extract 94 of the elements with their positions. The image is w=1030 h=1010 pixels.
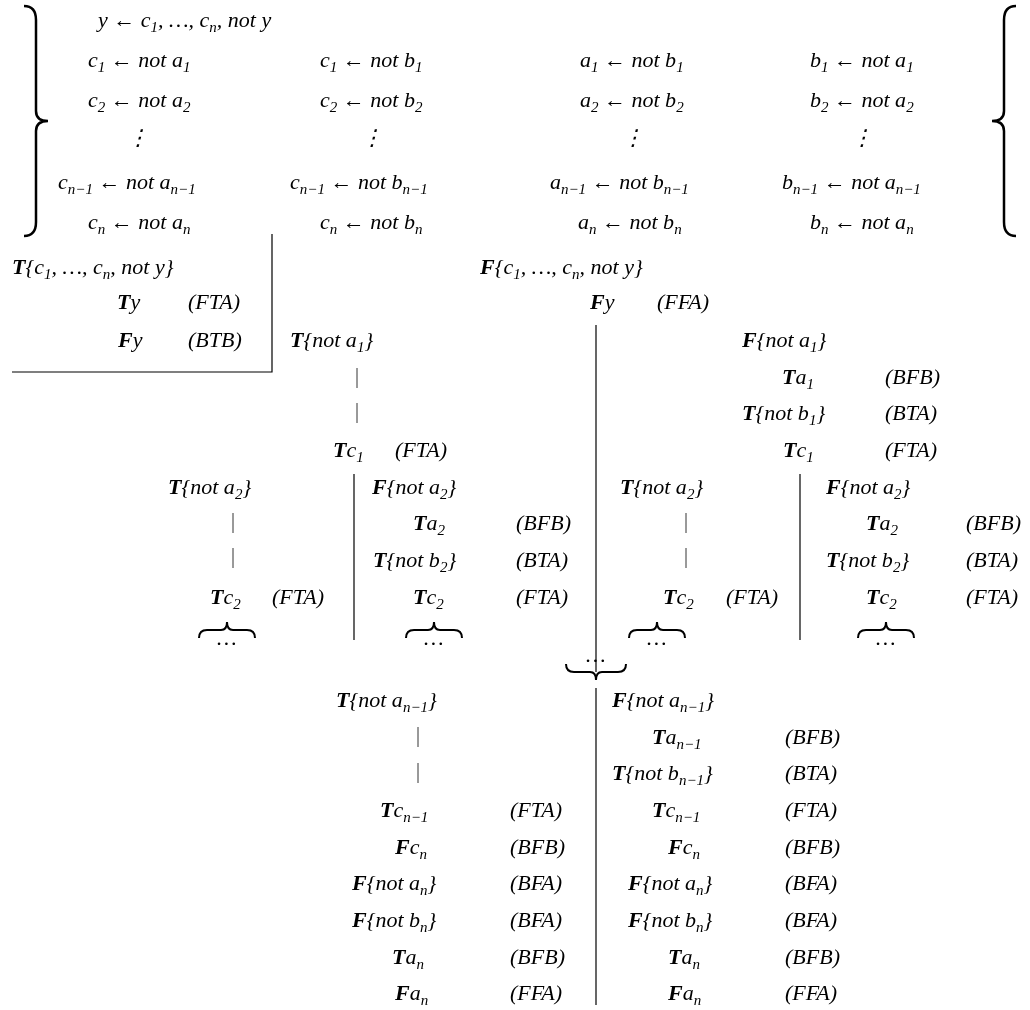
formula-text: c$_{1}$ ← not b$_{1}$ bbox=[320, 47, 423, 73]
rule-label: (BFB) bbox=[966, 510, 1021, 536]
rule-label: (FTA) bbox=[726, 584, 779, 610]
formula-text: F{not b$_{n}$} bbox=[628, 907, 713, 933]
rule-label: (BTA) bbox=[516, 547, 569, 573]
formula-text: y ← c$_{1}$, …, c$_{n}$, not y bbox=[98, 7, 272, 33]
formula-text: Ta$_{n}$ bbox=[392, 944, 424, 970]
formula-text: Ty bbox=[117, 289, 141, 315]
formula-text: Tc$_{2}$ bbox=[210, 584, 241, 610]
rule-label: (BFA) bbox=[785, 907, 838, 933]
formula-text: Ta$_{2}$ bbox=[413, 510, 445, 536]
rule-label: (BTA) bbox=[785, 760, 838, 786]
formula-text: a$_{2}$ ← not b$_{2}$ bbox=[580, 87, 684, 113]
rule-label: (FTA) bbox=[188, 289, 241, 315]
formula-text: Tc$_{2}$ bbox=[413, 584, 444, 610]
ellipsis: … bbox=[876, 625, 896, 651]
formula-text: F{not a$_{n−1}$} bbox=[612, 687, 715, 713]
rule-label: (FFA) bbox=[657, 289, 710, 315]
rule-label: (BFB) bbox=[516, 510, 571, 536]
formula-text: c$_{n}$ ← not b$_{n}$ bbox=[320, 209, 423, 235]
formula-text: F{not a$_{2}$} bbox=[372, 474, 457, 500]
rule-label: (FTA) bbox=[272, 584, 325, 610]
rule-label: (BFB) bbox=[510, 944, 565, 970]
formula-text: a$_{n−1}$ ← not b$_{n−1}$ bbox=[550, 169, 689, 195]
formula-text: T{c$_{1}$, …, c$_{n}$, not y} bbox=[12, 254, 174, 280]
formula-text: Tc$_{1}$ bbox=[333, 437, 364, 463]
rule-label: (BTA) bbox=[885, 400, 938, 426]
ellipsis: ⋮ bbox=[127, 125, 149, 151]
ellipsis: ⋮ bbox=[851, 125, 873, 151]
formula-text: c$_{n}$ ← not a$_{n}$ bbox=[88, 209, 191, 235]
ellipsis: … bbox=[217, 625, 237, 651]
formula-text: b$_{n−1}$ ← not a$_{n−1}$ bbox=[782, 169, 921, 195]
rule-label: (BFB) bbox=[785, 944, 840, 970]
formula-text: Fc$_{n}$ bbox=[668, 834, 700, 860]
formula-text: F{not a$_{1}$} bbox=[742, 327, 827, 353]
rule-label: (BFB) bbox=[885, 364, 940, 390]
rule-label: (BFA) bbox=[510, 870, 563, 896]
formula-text: F{not a$_{n}$} bbox=[352, 870, 437, 896]
formula-text: Ta$_{1}$ bbox=[782, 364, 814, 390]
rule-label: (BFA) bbox=[510, 907, 563, 933]
formula-text: T{not a$_{2}$} bbox=[168, 474, 252, 500]
formula-text: Fc$_{n}$ bbox=[395, 834, 427, 860]
formula-text: F{not a$_{n}$} bbox=[628, 870, 713, 896]
formula-text: T{not a$_{n−1}$} bbox=[336, 687, 437, 713]
formula-text: F{not b$_{n}$} bbox=[352, 907, 437, 933]
formula-text: c$_{n−1}$ ← not a$_{n−1}$ bbox=[58, 169, 196, 195]
formula-text: T{not a$_{2}$} bbox=[620, 474, 704, 500]
rule-label: (FFA) bbox=[510, 980, 563, 1006]
formula-text: Tc$_{n−1}$ bbox=[652, 797, 701, 823]
formula-text: T{not b$_{2}$} bbox=[373, 547, 457, 573]
formula-text: Tc$_{1}$ bbox=[783, 437, 814, 463]
ellipsis: … bbox=[647, 625, 667, 651]
rule-label: (BFB) bbox=[785, 834, 840, 860]
formula-text: Tc$_{2}$ bbox=[663, 584, 694, 610]
formula-text: b$_{2}$ ← not a$_{2}$ bbox=[810, 87, 914, 113]
rule-label: (FTA) bbox=[510, 797, 563, 823]
formula-text: Tc$_{n−1}$ bbox=[380, 797, 429, 823]
formula-text: b$_{1}$ ← not a$_{1}$ bbox=[810, 47, 914, 73]
rule-label: (BFB) bbox=[785, 724, 840, 750]
ellipsis: ⋮ bbox=[622, 125, 644, 151]
formula-text: Fa$_{n}$ bbox=[668, 980, 702, 1006]
ellipsis: ⋮ bbox=[361, 125, 383, 151]
formula-text: b$_{n}$ ← not a$_{n}$ bbox=[810, 209, 914, 235]
formula-text: c$_{2}$ ← not b$_{2}$ bbox=[320, 87, 423, 113]
formula-text: Tc$_{2}$ bbox=[866, 584, 897, 610]
formula-text: F{not a$_{2}$} bbox=[826, 474, 911, 500]
formula-text: T{not a$_{1}$} bbox=[290, 327, 374, 353]
ellipsis: … bbox=[424, 625, 444, 651]
formula-text: T{not b$_{2}$} bbox=[826, 547, 910, 573]
rule-label: (FFA) bbox=[785, 980, 838, 1006]
rule-label: (BFB) bbox=[510, 834, 565, 860]
rule-label: (FTA) bbox=[516, 584, 569, 610]
formula-text: Fa$_{n}$ bbox=[395, 980, 429, 1006]
rule-label: (BTB) bbox=[188, 327, 242, 353]
formula-text: c$_{1}$ ← not a$_{1}$ bbox=[88, 47, 191, 73]
rule-label: (BTA) bbox=[966, 547, 1019, 573]
formula-text: Fy bbox=[590, 289, 615, 315]
formula-text: Ta$_{n}$ bbox=[668, 944, 700, 970]
rule-label: (BFA) bbox=[785, 870, 838, 896]
rule-label: (FTA) bbox=[395, 437, 448, 463]
formula-text: c$_{2}$ ← not a$_{2}$ bbox=[88, 87, 191, 113]
formula-text: a$_{n}$ ← not b$_{n}$ bbox=[578, 209, 682, 235]
formula-text: Ta$_{2}$ bbox=[866, 510, 898, 536]
formula-text: Fy bbox=[118, 327, 143, 353]
ellipsis: … bbox=[586, 642, 606, 668]
rule-label: (FTA) bbox=[785, 797, 838, 823]
formula-text: T{not b$_{n−1}$} bbox=[612, 760, 713, 786]
rule-label: (FTA) bbox=[966, 584, 1019, 610]
rule-label: (FTA) bbox=[885, 437, 938, 463]
formula-text: c$_{n−1}$ ← not b$_{n−1}$ bbox=[290, 169, 428, 195]
formula-text: a$_{1}$ ← not b$_{1}$ bbox=[580, 47, 684, 73]
formula-text: T{not b$_{1}$} bbox=[742, 400, 826, 426]
formula-text: F{c$_{1}$, …, c$_{n}$, not y} bbox=[480, 254, 643, 280]
formula-text: Ta$_{n−1}$ bbox=[652, 724, 702, 750]
